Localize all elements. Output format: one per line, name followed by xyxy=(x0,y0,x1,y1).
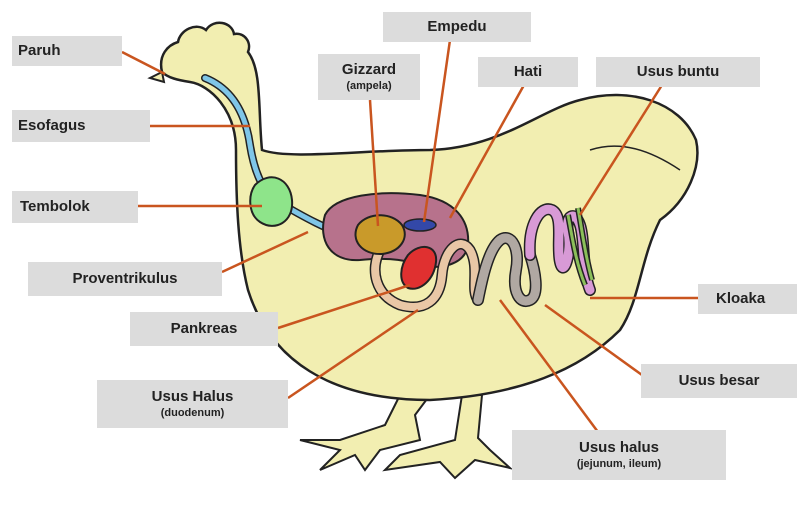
label-empedu: Empedu xyxy=(383,12,531,42)
label-hati-text: Hati xyxy=(514,64,542,81)
label-usus-halus-jejunum-sub: (jejunum, ileum) xyxy=(577,458,661,470)
label-usus-buntu-text: Usus buntu xyxy=(637,64,720,81)
label-gizzard: Gizzard (ampela) xyxy=(318,54,420,100)
label-usus-besar: Usus besar xyxy=(641,364,797,398)
gall-bladder xyxy=(404,219,436,231)
crop xyxy=(250,177,292,226)
label-proventrikulus: Proventrikulus xyxy=(28,262,222,296)
leader-paruh xyxy=(122,52,165,74)
label-hati: Hati xyxy=(478,57,578,87)
label-tembolok-text: Tembolok xyxy=(20,199,90,216)
label-pankreas: Pankreas xyxy=(130,312,278,346)
label-tembolok: Tembolok xyxy=(12,191,138,223)
legs xyxy=(300,395,510,478)
label-kloaka-text: Kloaka xyxy=(716,291,765,308)
label-usus-halus-duodenum-sub: (duodenum) xyxy=(161,407,225,419)
label-usus-halus-jejunum: Usus halus (jejunum, ileum) xyxy=(512,430,726,480)
label-esofagus-text: Esofagus xyxy=(18,118,86,135)
label-usus-halus-duodenum-main: Usus Halus xyxy=(152,389,234,406)
label-paruh: Paruh xyxy=(12,36,122,66)
label-gizzard-sub: (ampela) xyxy=(346,80,391,92)
label-empedu-text: Empedu xyxy=(427,19,486,36)
label-pankreas-text: Pankreas xyxy=(171,321,238,338)
label-usus-buntu: Usus buntu xyxy=(596,57,760,87)
label-paruh-text: Paruh xyxy=(18,43,61,60)
label-gizzard-main: Gizzard xyxy=(342,62,396,79)
label-usus-halus-jejunum-main: Usus halus xyxy=(579,440,659,457)
label-proventrikulus-text: Proventrikulus xyxy=(72,271,177,288)
gizzard xyxy=(355,215,404,254)
label-usus-halus-duodenum: Usus Halus (duodenum) xyxy=(97,380,288,428)
label-usus-besar-text: Usus besar xyxy=(679,373,760,390)
label-esofagus: Esofagus xyxy=(12,110,150,142)
label-kloaka: Kloaka xyxy=(698,284,797,314)
